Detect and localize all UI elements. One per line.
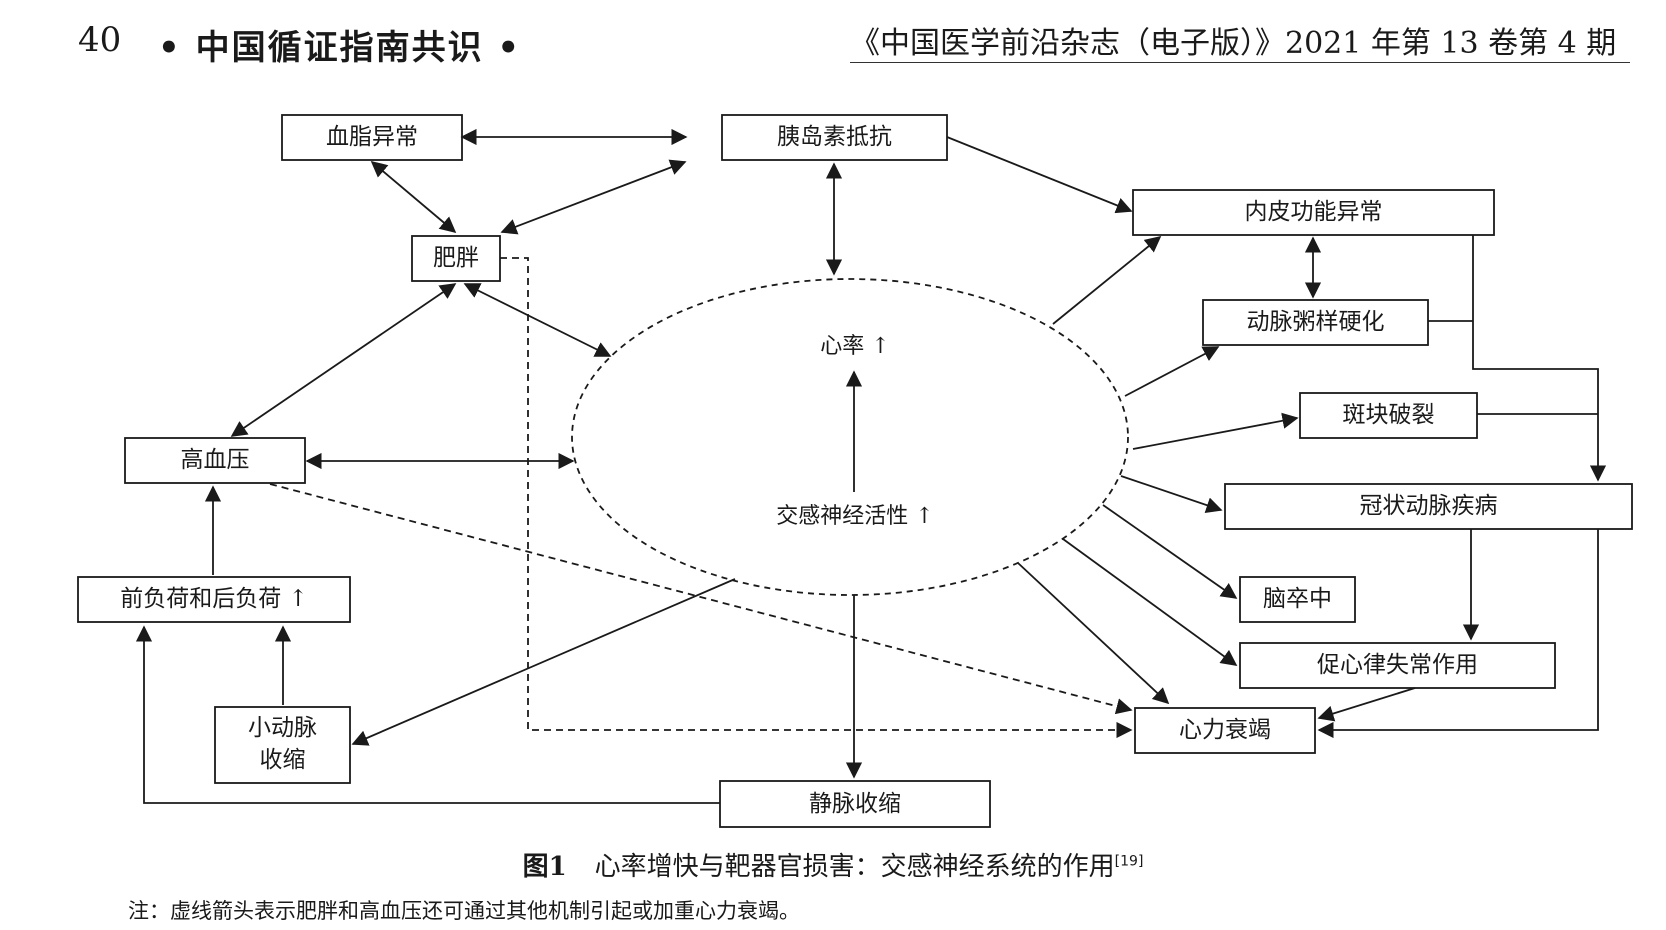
node-naocuzhong: 脑卒中 xyxy=(1263,586,1332,612)
arrow-ellipse-guanzhuang xyxy=(1120,475,1223,513)
central-ellipse xyxy=(571,278,1129,596)
node-xiaodongmai-line1: 小动脉 xyxy=(248,715,317,741)
arrow-jingmai-qianfuhe xyxy=(135,625,720,804)
arrow-feipang-gaoxueya xyxy=(230,283,457,437)
node-xinlv: 心率 ↑ xyxy=(820,334,890,359)
node-jingmai: 静脉收缩 xyxy=(809,791,901,817)
node-qianfuhe: 前负荷和后负荷 ↑ xyxy=(120,586,308,612)
arrow-ellipse-dongmai xyxy=(1124,346,1220,397)
node-feipang: 肥胖 xyxy=(433,245,479,271)
node-dongmai-zhouyang: 动脉粥样硬化 xyxy=(1246,309,1385,335)
box-qianfuhe xyxy=(77,576,351,623)
node-cuxinlv: 促心律失常作用 xyxy=(1317,652,1478,678)
section-title: • 中国循证指南共识 • xyxy=(158,28,522,68)
node-bankuai: 斑块破裂 xyxy=(1342,402,1435,428)
node-neipi: 内皮功能异常 xyxy=(1244,199,1383,225)
figure-caption: 图1 心率增快与靶器官损害：交感神经系统的作用[19] xyxy=(0,846,1666,883)
box-xiaodongmai xyxy=(214,706,351,784)
arrow-ellipse-neipi xyxy=(1052,235,1162,325)
figure-number: 图1 xyxy=(522,852,567,882)
arrow-ellipse-xinli xyxy=(1017,562,1170,705)
arrow-ellipse-bankuai xyxy=(1132,412,1299,450)
arrow-guanzhuang-xinli xyxy=(1317,529,1599,739)
box-xinli xyxy=(1134,707,1316,754)
figure-title: 心率增快与靶器官损害：交感神经系统的作用 xyxy=(594,852,1115,882)
box-neipi xyxy=(1132,189,1495,236)
arrow-xuezhi-feipang xyxy=(370,160,457,234)
arrow-feipang-yidao xyxy=(500,159,687,235)
box-naocuzhong xyxy=(1239,576,1356,623)
arrow-gaoxueya-xinli-dashed xyxy=(269,483,1133,715)
arrow-feipang-xinli-dashed xyxy=(500,257,1133,739)
figure-note: 注：虚线箭头表示肥胖和高血压还可通过其他机制引起或加重心力衰竭。 xyxy=(128,899,800,923)
arrow-yidao-neipi xyxy=(946,136,1133,214)
page-number: 40 xyxy=(78,20,122,60)
box-cuxinlv xyxy=(1239,642,1556,689)
box-jingmai xyxy=(719,780,991,828)
arrow-ellipse-naocuzhong xyxy=(1102,504,1238,599)
arrow-neipi-guanzhuang xyxy=(1472,235,1607,482)
journal-header: 《中国医学前沿杂志（电子版）》2021 年第 13 卷第 4 期 xyxy=(850,26,1617,61)
arrow-cuxinlv-xinli xyxy=(1317,687,1416,722)
arrow-ellipse-xiaodongmai xyxy=(351,578,736,746)
node-xuezhi: 血脂异常 xyxy=(326,124,418,150)
header-rule xyxy=(850,62,1630,63)
node-guanzhuang: 冠状动脉疾病 xyxy=(1359,493,1498,519)
figure-ref: [19] xyxy=(1114,853,1144,870)
arrow-ellipse-cuxinlv xyxy=(1062,538,1238,666)
node-yidao: 胰岛素抵抗 xyxy=(777,124,892,150)
box-bankuai xyxy=(1299,392,1478,439)
node-xiaodongmai-line2: 收缩 xyxy=(259,747,306,773)
node-jiaogan: 交感神经活性 ↑ xyxy=(776,504,934,529)
box-gaoxueya xyxy=(124,437,306,484)
flow-diagram xyxy=(77,114,1633,828)
arrow-feipang-ellipse xyxy=(463,283,612,357)
box-dongmai xyxy=(1202,299,1429,346)
node-gaoxueya: 高血压 xyxy=(180,447,250,473)
node-xinli: 心力衰竭 xyxy=(1179,717,1271,743)
box-guanzhuang xyxy=(1224,483,1633,530)
